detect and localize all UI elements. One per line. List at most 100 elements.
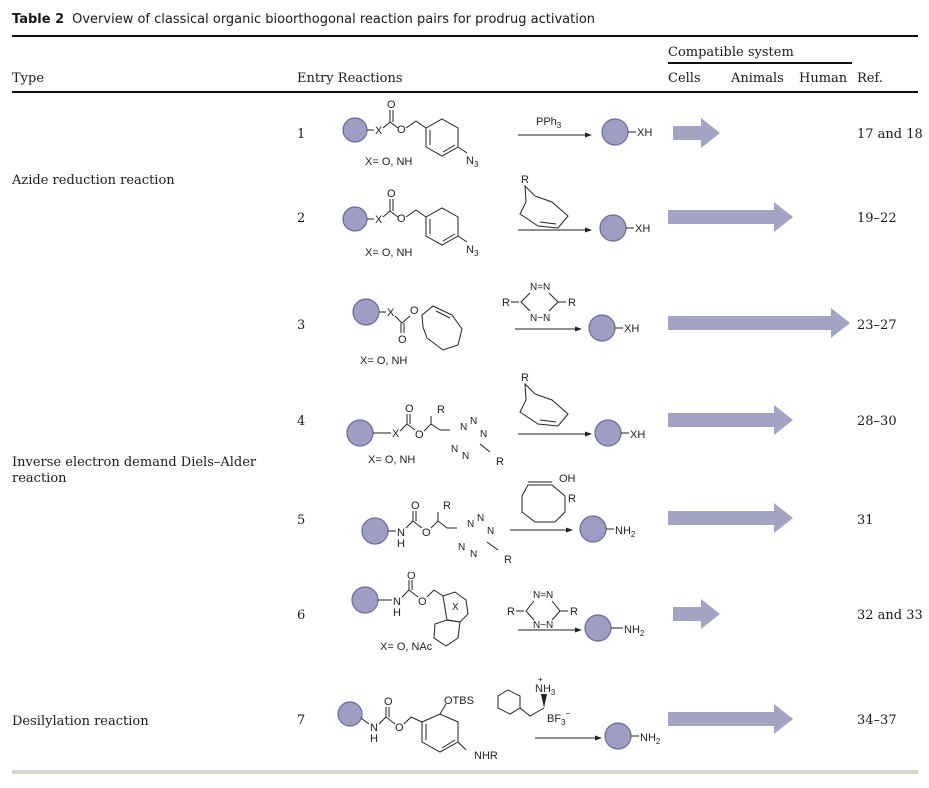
entry-number: 7: [297, 713, 306, 728]
atom-label: OTBS: [444, 695, 474, 707]
atom-label: R: [568, 297, 576, 309]
atom-label: BF3−: [547, 709, 571, 727]
atom-label: OH: [559, 473, 576, 485]
reaction-scheme-5: N H O O R N N N N N R OH R NH2: [361, 473, 636, 566]
product-circle-icon: [601, 118, 629, 146]
header-type: Type: [12, 71, 45, 86]
atom-label: NHR: [474, 750, 498, 762]
substrate-circle-icon: [351, 586, 379, 614]
header-human: Human: [799, 71, 848, 86]
atom-label: R: [507, 606, 515, 618]
product-label: NH2: [615, 525, 636, 539]
atom-label: H: [370, 733, 378, 745]
atom-label: N: [397, 527, 405, 539]
substituent-note: X= O, NH: [365, 247, 412, 259]
atom-label: O: [415, 429, 424, 441]
atom-label: H: [393, 607, 401, 619]
atom-label: NH3: [535, 683, 556, 697]
atom-label: N−N: [533, 620, 553, 631]
atom-label: X: [392, 428, 400, 440]
header-compatible-system: Compatible system: [668, 45, 794, 60]
ref-cell: 32 and 33: [857, 608, 923, 623]
atom-label: N: [460, 422, 467, 433]
atom-label: R: [502, 297, 510, 309]
entry-number: 2: [297, 211, 306, 226]
atom-label: O: [397, 213, 406, 225]
atom-label: R: [443, 500, 451, 512]
reaction-scheme-7: N H O O OTBS NHR + NH3 BF3− NH2: [337, 675, 661, 762]
substituent-note: X= O, NH: [360, 355, 407, 367]
atom-label: R: [504, 554, 512, 566]
substrate-circle-icon: [346, 419, 374, 447]
product-label: NH2: [640, 732, 661, 746]
entry-number: 5: [297, 513, 306, 528]
substrate-circle-icon: [361, 517, 389, 545]
compatibility-arrow-human: [668, 308, 850, 338]
atom-label: O: [387, 99, 396, 111]
atom-label: O: [397, 124, 406, 136]
ref-cell: 17 and 18: [857, 127, 923, 142]
entry-number: 1: [297, 127, 306, 142]
reaction-scheme-1: X O O N3 X= O, NH PPh3 XH: [342, 99, 652, 169]
reaction-scheme-4: X O O R N N N N N R X= O, NH R XH: [346, 372, 645, 468]
atom-label: O: [398, 334, 407, 346]
ref-cell: 23–27: [857, 318, 897, 333]
atom-label: N=N: [530, 282, 550, 293]
atom-label: O: [405, 403, 414, 415]
atom-label: N: [451, 444, 458, 455]
header-rule: [12, 91, 918, 93]
atom-label: +: [538, 675, 543, 684]
atom-label: X: [375, 214, 383, 226]
atom-label: N: [370, 722, 378, 734]
substrate-circle-icon: [342, 117, 368, 143]
entry-number: 6: [297, 608, 306, 623]
product-label: NH2: [624, 624, 645, 638]
header-ref: Ref.: [857, 71, 883, 86]
atom-label: X: [387, 307, 395, 319]
ref-cell: 34–37: [857, 713, 897, 728]
atom-label: O: [387, 188, 396, 200]
atom-label: R: [568, 493, 576, 505]
compatibility-arrow-animals: [668, 704, 793, 734]
atom-label: O: [422, 527, 431, 539]
atom-label: N=N: [533, 590, 553, 601]
atom-label: O: [407, 572, 416, 582]
product-label: XH: [635, 223, 650, 235]
product-circle-icon: [604, 722, 632, 750]
product-label: XH: [637, 127, 652, 139]
atom-label: O: [418, 596, 427, 608]
atom-label: R: [521, 174, 529, 186]
atom-label: R: [521, 372, 529, 384]
atom-label: O: [410, 305, 419, 317]
atom-label: N: [470, 416, 477, 427]
product-circle-icon: [588, 314, 616, 342]
compatibility-arrow-animals: [668, 405, 793, 435]
atom-label: N: [393, 596, 401, 608]
atom-label: N: [477, 513, 484, 524]
reaction-scheme-6: N H O O X X= O, NAc R N=N N−N R NH2: [351, 572, 645, 653]
atom-label: N: [487, 526, 494, 537]
reaction-scheme-3: X O O X= O, NH R N=N N−N R XH: [352, 282, 639, 367]
compatibility-arrow-cells: [673, 118, 720, 148]
entry-number: 3: [297, 318, 306, 333]
compatibility-arrow-animals: [668, 503, 793, 533]
ref-cell: 19–22: [857, 211, 897, 226]
atom-label: R: [496, 456, 504, 468]
substituent-note: X= O, NH: [368, 454, 415, 466]
product-circle-icon: [584, 614, 612, 642]
table-label: Table 2: [12, 12, 65, 27]
entry-number: 4: [297, 414, 306, 429]
reagent-label: PPh3: [536, 116, 562, 130]
product-circle-icon: [599, 214, 627, 242]
substituent-note: X= O, NAc: [380, 641, 433, 653]
header-animals: Animals: [731, 71, 784, 86]
atom-label: N: [458, 542, 465, 553]
bottom-rule: [12, 770, 918, 774]
atom-label: R: [437, 404, 445, 416]
type-desilylation: Desilylation reaction: [12, 714, 149, 729]
substrate-circle-icon: [337, 701, 363, 727]
header-cells: Cells: [668, 71, 701, 86]
type-iedda: Inverse electron demand Diels–Alder reac…: [12, 455, 257, 486]
atom-label: N: [480, 429, 487, 440]
